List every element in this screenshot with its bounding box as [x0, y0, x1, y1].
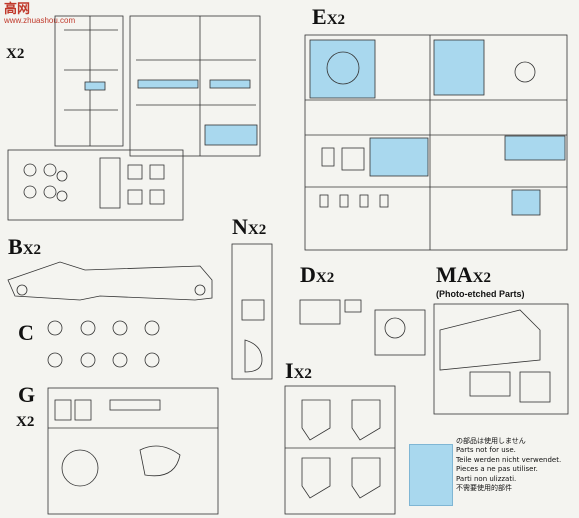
- sprue-d-frame: [299, 299, 426, 356]
- legend-line-it: Parti non ulizzati.: [456, 474, 517, 483]
- sprue-c-frame: [47, 320, 160, 368]
- sprue-e-label: EX2: [312, 4, 346, 29]
- unused-parts-swatch: [409, 444, 453, 506]
- sprue-b-label: BX2: [8, 234, 42, 259]
- sprue-n-label: NX2: [232, 214, 267, 239]
- sprue-g-qty: X2: [16, 414, 35, 430]
- sprue-n-frame: [231, 243, 273, 380]
- sprue-g-letter: G: [18, 382, 36, 407]
- sprue-i-frame: [284, 385, 396, 515]
- sprue-ma-note: (Photo-etched Parts): [436, 289, 525, 299]
- legend-line-fr: Pieces a ne pas utiliser.: [456, 465, 538, 474]
- legend-line-de: Teile werden nicht verwendet.: [456, 455, 562, 464]
- legend-line-ja: の部品は使用しません: [456, 437, 526, 445]
- legend-line-zh: 不需要使用的部件: [456, 484, 512, 493]
- sprue-a-qty-label: X2: [6, 46, 25, 62]
- sprue-g-frame: [47, 387, 219, 515]
- sprue-ma-frame: [433, 303, 569, 415]
- sprue-b-frame: [7, 261, 213, 301]
- sprue-d-label: DX2: [300, 262, 335, 287]
- watermark-logo: 高网 www.zhuashou.com: [4, 2, 75, 25]
- legend-line-en: Parts not for use.: [456, 446, 516, 455]
- sprue-i-label: IX2: [285, 358, 312, 383]
- unused-parts-legend: の部品は使用しません Parts not for use. Teile werd…: [456, 437, 561, 493]
- sprue-c-label: C: [18, 320, 34, 345]
- watermark-logo-text: 高网: [4, 1, 31, 16]
- watermark-url: www.zhuashou.com: [4, 16, 76, 25]
- sprue-ma-label: MAX2: [436, 262, 491, 287]
- sprue-a-frame: [7, 15, 261, 221]
- sprue-e-frame: [304, 34, 568, 251]
